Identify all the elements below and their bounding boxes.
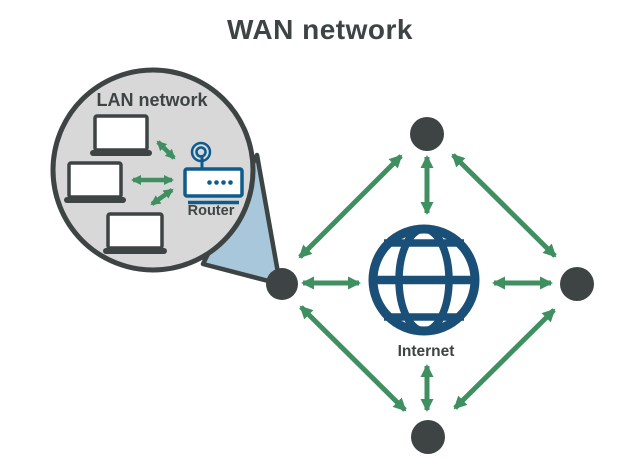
wan-connections xyxy=(298,153,557,412)
laptop-1-screen xyxy=(93,114,149,152)
laptop-icon-3 xyxy=(103,212,167,254)
edge-left-node-bottom-node xyxy=(299,305,407,412)
laptop-icon-1 xyxy=(90,114,152,156)
edge-bottom-node-right-node xyxy=(453,308,556,410)
wan-node-right xyxy=(560,267,594,301)
router-led-2 xyxy=(214,180,219,185)
edge-laptop1-router xyxy=(156,140,176,160)
router-body xyxy=(183,167,244,198)
diagram-title: WAN network xyxy=(227,14,413,45)
router-led-1 xyxy=(207,180,212,185)
laptop-icon-2 xyxy=(64,161,126,203)
laptop-3-screen xyxy=(106,212,164,250)
edge-top-node-right-node xyxy=(451,153,557,258)
internet-label: Internet xyxy=(398,343,455,360)
lan-network-label: LAN network xyxy=(96,90,208,110)
router-led-3 xyxy=(221,180,226,185)
wan-nodes xyxy=(266,117,594,454)
edge-laptop3-router xyxy=(150,188,174,206)
wan-node-top xyxy=(410,117,444,151)
laptop-1-base xyxy=(90,150,152,156)
wan-node-left xyxy=(266,268,298,300)
lan-connections xyxy=(131,140,176,206)
laptop-2-base xyxy=(64,197,126,203)
edge-top-node-left-node xyxy=(298,154,403,259)
router-led-4 xyxy=(228,180,233,185)
router-icon xyxy=(183,141,244,205)
wan-node-bottom xyxy=(411,420,445,454)
router-label: Router xyxy=(188,203,235,219)
laptop-3-base xyxy=(103,248,167,254)
globe-icon xyxy=(368,224,480,336)
laptop-2-screen xyxy=(67,161,123,199)
